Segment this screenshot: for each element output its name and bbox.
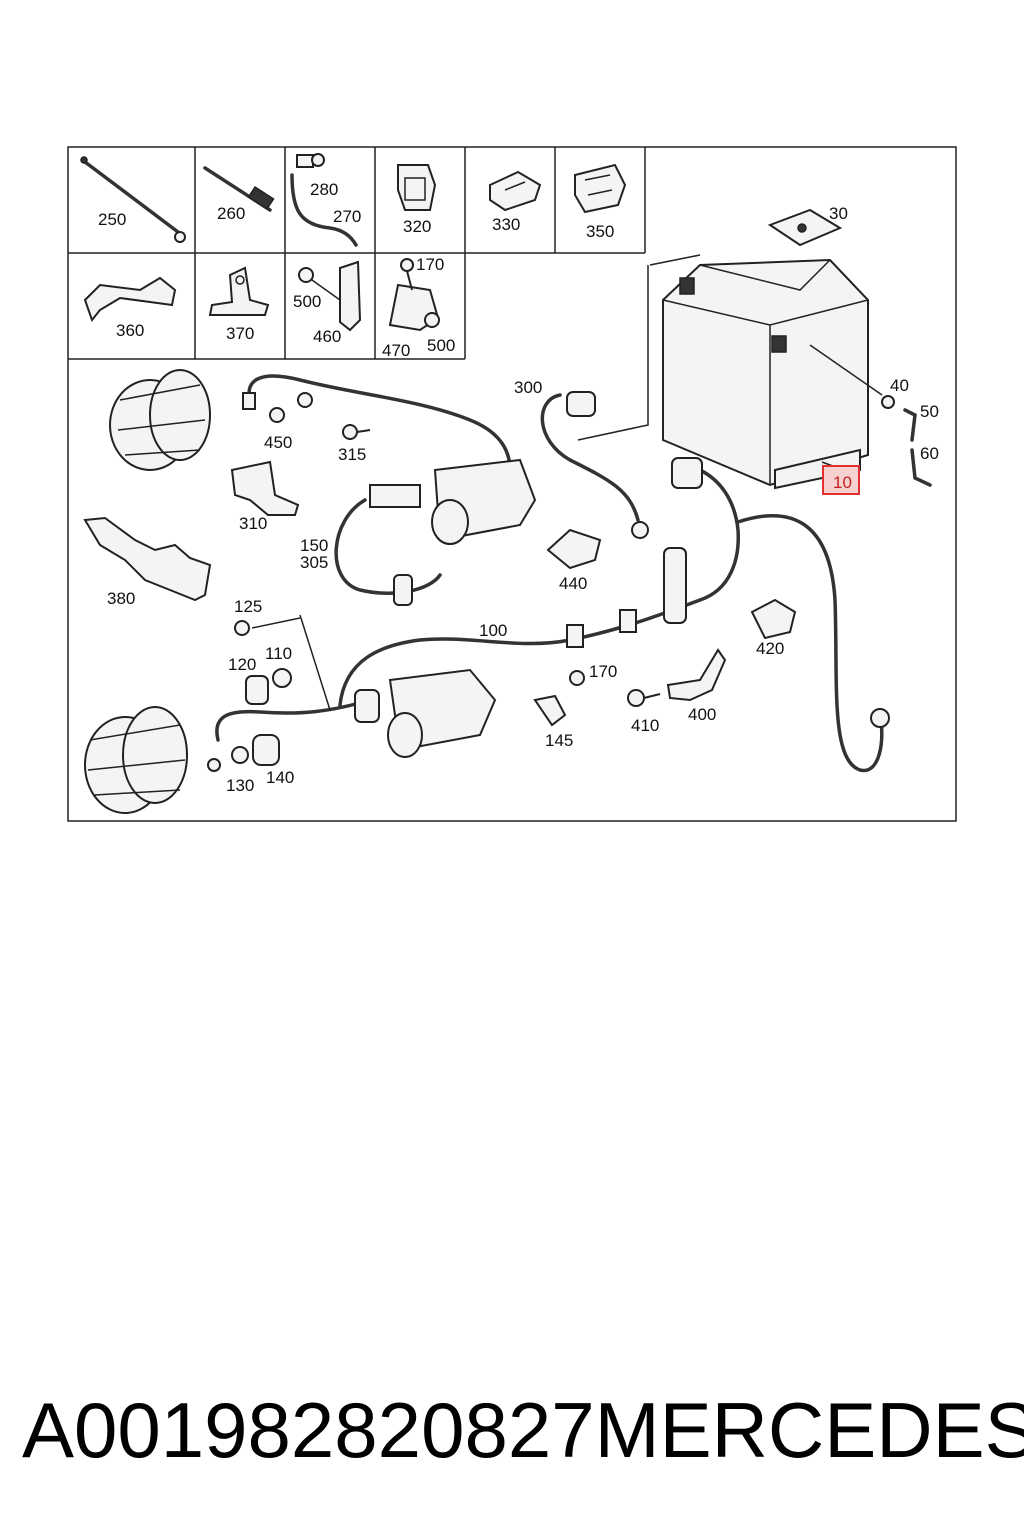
label-250: 250 [98,210,126,229]
fastener-170 [569,670,585,686]
label-330: 330 [492,215,520,234]
cable-300 [540,391,649,539]
clip-145 [533,694,567,727]
label-125: 125 [234,597,262,616]
diagram-frame [67,146,957,822]
highlight-box-10 [822,465,860,495]
label-30: 30 [829,204,848,223]
label-410: 410 [631,716,659,735]
label-500a: 500 [293,292,321,311]
cable-top-alternator [242,374,512,472]
label-100: 100 [479,621,507,640]
label-400: 400 [688,705,716,724]
cable-270 [290,153,358,247]
cable-100 [338,457,890,773]
bracket-400 [666,648,727,702]
label-40: 40 [890,376,909,395]
label-120: 120 [228,655,256,674]
inset-grid [68,147,646,360]
label-280: 280 [310,180,338,199]
vent-parts [809,344,932,487]
brand-name: MERCEDES [594,1385,1024,1474]
label-110: 110 [265,644,292,663]
starter-top [334,458,537,606]
clip-320 [397,164,437,211]
bracket-310 [230,460,300,516]
alternator-top [109,369,211,471]
bolt-410 [627,689,661,707]
label-420: 420 [756,639,784,658]
label-170a: 170 [416,255,444,274]
label-60: 60 [920,444,939,463]
rod-250 [80,156,186,243]
battery [577,254,869,490]
parts-diagram: 250 260 280 270 320 330 350 360 370 500 … [67,146,957,822]
label-310: 310 [239,514,267,533]
label-450: 450 [264,433,292,452]
label-10: 10 [833,473,852,492]
label-350: 350 [586,222,614,241]
part-number: A001982820827 [22,1385,595,1474]
label-500b: 500 [427,336,455,355]
label-440: 440 [559,574,587,593]
label-380: 380 [107,589,135,608]
label-300: 300 [514,378,542,397]
label-460: 460 [313,327,341,346]
label-360: 360 [116,321,144,340]
bracket-370 [208,266,270,316]
clip-440 [546,528,602,570]
bracket-460 [298,260,362,332]
label-260: 260 [217,204,245,223]
label-150: 150 [300,536,328,555]
label-320: 320 [403,217,431,236]
label-130: 130 [226,776,254,795]
label-305: 305 [300,553,328,572]
label-315: 315 [338,445,366,464]
label-270: 270 [333,207,361,226]
bracket-380 [83,516,212,602]
label-170b: 170 [589,662,617,681]
clip-350 [574,163,627,214]
part-labels: 250 260 280 270 320 330 350 360 370 500 … [98,180,939,795]
label-370: 370 [226,324,254,343]
bracket-470 [388,258,440,332]
clip-330 [489,170,542,212]
clip-420 [750,598,797,640]
cable-lower [207,614,380,772]
label-145: 145 [545,731,573,750]
alternator-bottom [84,706,188,814]
caption-bar: A001982820827 MERCEDES [0,1375,1024,1485]
label-470: 470 [382,341,410,360]
rod-260 [203,166,275,212]
bracket-360 [83,276,177,323]
label-50: 50 [920,402,939,421]
label-140: 140 [266,768,294,787]
starter-bottom [387,668,497,758]
plate-30 [767,208,843,247]
